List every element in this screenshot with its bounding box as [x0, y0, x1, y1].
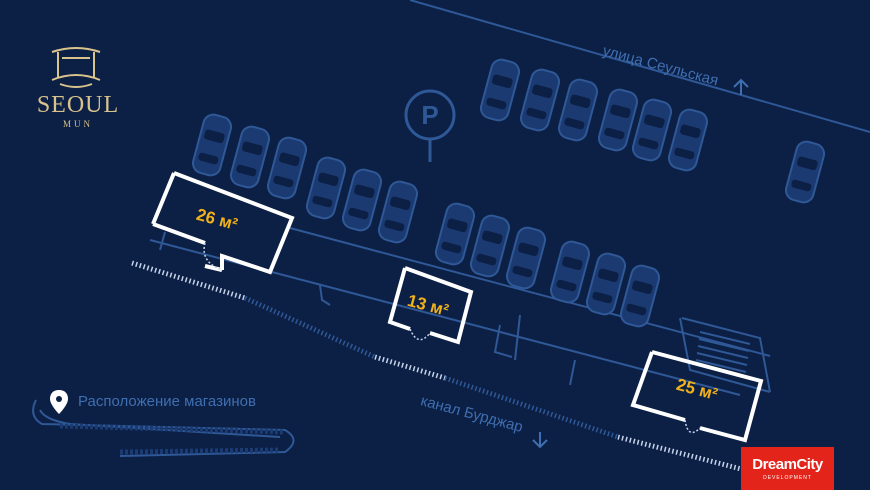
parked-car [667, 108, 709, 172]
sidewalk-dots [131, 260, 746, 473]
shop-13-outline [387, 266, 474, 345]
parking-sign-icon [404, 89, 456, 162]
dreamcity-logo: DreamCity DEVELOPMENT [741, 447, 834, 490]
parked-car [557, 78, 599, 142]
parked-car [479, 58, 521, 122]
parking-symbol: P [421, 100, 438, 130]
logo-subtitle: MUN [62, 119, 93, 129]
parked-car [519, 68, 561, 132]
parked-car [505, 226, 547, 290]
shop-26-outline [151, 171, 295, 275]
arrow-up-icon [733, 78, 749, 95]
parked-car [305, 156, 347, 220]
pagoda-gate-icon [51, 47, 101, 88]
parked-car [469, 214, 511, 278]
arrow-down-icon [532, 432, 548, 449]
location-pin-icon [50, 390, 68, 414]
parked-car [191, 113, 233, 177]
parked-car [784, 140, 826, 204]
parked-car [631, 98, 673, 162]
parked-car [266, 136, 308, 200]
parked-car [549, 240, 591, 304]
brand-name: DreamCity [752, 456, 823, 473]
legend-label: Расположение магазинов [78, 393, 256, 410]
parked-car [377, 180, 419, 244]
stairs [695, 331, 751, 373]
brand-subtitle: DEVELOPMENT [763, 475, 812, 481]
parked-car [619, 264, 661, 328]
shop-26-door [203, 242, 223, 271]
route-dots [59, 423, 286, 455]
logo-wordmark: SEOUL [36, 92, 120, 118]
shop-25-outline [630, 350, 764, 443]
road-lines [149, 0, 870, 396]
parked-car [341, 168, 383, 232]
parked-car [597, 88, 639, 152]
parked-car [585, 252, 627, 316]
parked-cars [191, 58, 826, 328]
sidewalk-dots-faint [243, 295, 619, 440]
parked-car [229, 125, 271, 189]
parked-car [434, 202, 476, 266]
shop-13-door [409, 328, 431, 341]
shop-25-door [684, 419, 701, 434]
